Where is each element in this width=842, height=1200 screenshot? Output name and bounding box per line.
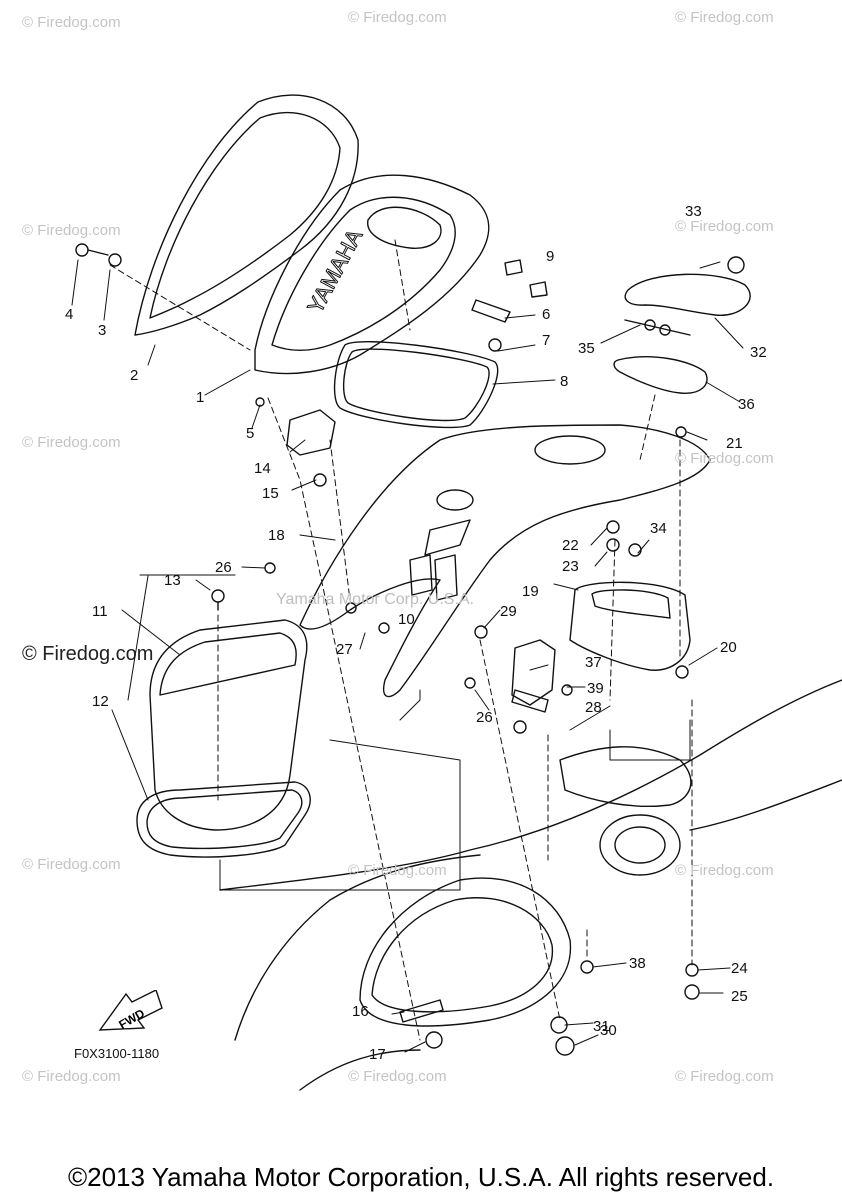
- watermark: © Firedog.com: [675, 9, 774, 26]
- watermark: © Firedog.com: [22, 1068, 121, 1085]
- callout-15: 15: [262, 485, 279, 502]
- callout-19: 19: [522, 583, 539, 600]
- watermark: © Firedog.com: [22, 856, 121, 873]
- watermark: © Firedog.com: [675, 1068, 774, 1085]
- callout-17: 17: [369, 1046, 386, 1063]
- callout-25: 25: [731, 988, 748, 1005]
- watermark: © Firedog.com: [675, 862, 774, 879]
- callout-35: 35: [578, 340, 595, 357]
- deck-panel-part: [299, 424, 711, 698]
- callout-18: 18: [268, 527, 285, 544]
- callout-2: 2: [130, 367, 139, 384]
- callout-39: 39: [587, 680, 604, 697]
- reference-lines: [127, 574, 691, 891]
- watermark: © Firedog.com: [348, 9, 447, 26]
- callout-21: 21: [726, 435, 743, 452]
- callout-5: 5: [246, 425, 255, 442]
- steering-cover-part: YAMAHA: [254, 174, 490, 375]
- callout-31: 31: [593, 1018, 610, 1035]
- callout-28: 28: [585, 699, 602, 716]
- pad-part: [613, 356, 708, 394]
- callout-32: 32: [750, 344, 767, 361]
- callout-11: 11: [92, 603, 108, 620]
- callout-33: 33: [685, 203, 702, 220]
- meter-part: [569, 581, 691, 671]
- callout-22: 22: [562, 537, 579, 554]
- callout-24: 24: [731, 960, 748, 977]
- gasket-part: [333, 341, 499, 429]
- callout-30: 30: [600, 1022, 617, 1039]
- callout-26b: 26: [476, 709, 493, 726]
- callout-26a: 26: [215, 559, 232, 576]
- callout-8: 8: [560, 373, 569, 390]
- forward-arrow-icon: [98, 990, 163, 1031]
- watermark-large: © Firedog.com: [22, 643, 154, 665]
- callout-29: 29: [500, 603, 517, 620]
- callout-6: 6: [542, 306, 551, 323]
- watermark: © Firedog.com: [22, 222, 121, 239]
- callout-34: 34: [650, 520, 667, 537]
- callout-23: 23: [562, 558, 579, 575]
- watermark: © Firedog.com: [22, 14, 121, 31]
- callout-10: 10: [398, 611, 415, 628]
- callout-13: 13: [164, 572, 181, 589]
- callout-14: 14: [254, 460, 271, 477]
- callout-27: 27: [336, 641, 353, 658]
- callout-3: 3: [98, 322, 107, 339]
- latch-part: [511, 639, 556, 713]
- callout-7: 7: [542, 332, 551, 349]
- callout-9: 9: [546, 248, 555, 265]
- watermark: © Firedog.com: [675, 218, 774, 235]
- callout-1: 1: [196, 389, 205, 406]
- handlebar-cover-part: [134, 94, 359, 336]
- callout-12: 12: [92, 693, 109, 710]
- callout-16: 16: [352, 1003, 369, 1020]
- watermark: © Firedog.com: [348, 862, 447, 879]
- fasteners: [75, 243, 745, 1056]
- watermark: © Firedog.com: [348, 1068, 447, 1085]
- rear-cover-part: [624, 273, 751, 316]
- copyright-footer: ©2013 Yamaha Motor Corporation, U.S.A. A…: [67, 1162, 775, 1192]
- callout-36: 36: [738, 396, 755, 413]
- watermark: © Firedog.com: [22, 434, 121, 451]
- assembly-lines: [109, 239, 693, 1041]
- callout-38: 38: [629, 955, 646, 972]
- bracket-part: [286, 409, 336, 456]
- svg-text:YAMAHA: YAMAHA: [302, 225, 367, 318]
- callout-4: 4: [65, 306, 74, 323]
- storage-bin-part: [136, 619, 311, 858]
- diagram-code: F0X3100-1180: [74, 1046, 160, 1061]
- leader-lines: [71, 259, 744, 1053]
- watermark: © Firedog.com: [675, 450, 774, 467]
- hull-outline: [219, 679, 842, 1091]
- callout-37: 37: [585, 654, 602, 671]
- yamaha-stamp: Yamaha Motor Corp. U.S.A.: [276, 591, 474, 608]
- callout-20: 20: [720, 639, 737, 656]
